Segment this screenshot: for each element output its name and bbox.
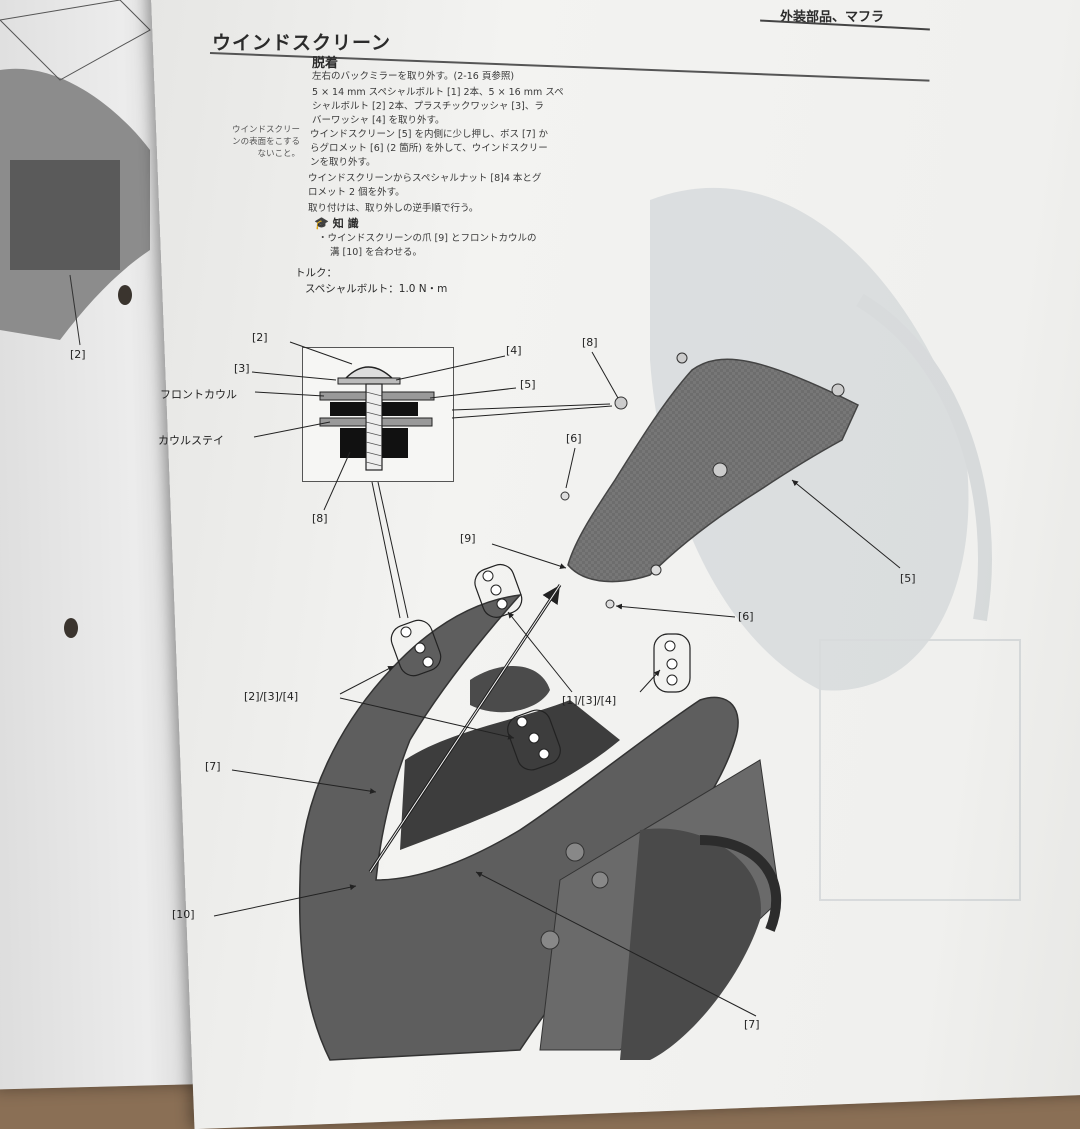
callout-10: [10] bbox=[172, 908, 195, 921]
step-line: ンを取り外す。 bbox=[310, 157, 376, 168]
section-subtitle: 脱着 bbox=[312, 56, 339, 71]
callout-1-3-4: [1]/[3]/[4] bbox=[562, 694, 617, 707]
step-line: 取り付けは、取り外しの逆手順で行う。 bbox=[308, 203, 479, 214]
callout-5: [5] bbox=[900, 572, 916, 585]
callout-7-left: [7] bbox=[205, 760, 221, 773]
step-line: ロメット 2 個を外す。 bbox=[308, 187, 405, 198]
graduation-cap-icon: 🎓 bbox=[314, 216, 329, 230]
detail-label-3: [3] bbox=[234, 362, 250, 375]
torque-value: スペシャルボルト：1.0 N・m bbox=[305, 283, 448, 295]
bolt-washer-group-center-bottom bbox=[507, 709, 561, 771]
callout-6-top: [6] bbox=[566, 432, 582, 445]
knowledge-note-title: 🎓 知 識 bbox=[314, 216, 359, 230]
callout-2-3-4: [2]/[3]/[4] bbox=[244, 690, 299, 703]
left-page-drawing bbox=[0, 0, 151, 346]
bolt-head bbox=[344, 366, 394, 379]
detail-label-8: [8] bbox=[312, 512, 328, 525]
step-line: 5 × 14 mm スペシャルボルト [1] 2本、5 × 16 mm スペ bbox=[312, 87, 564, 98]
detail-label-4: [4] bbox=[506, 344, 522, 357]
callout-9: [9] bbox=[460, 532, 476, 545]
binder-hole bbox=[118, 285, 132, 305]
note-line: 溝 [10] を合わせる。 bbox=[330, 247, 423, 258]
detail-label-front-cowl: フロントカウル bbox=[160, 388, 237, 401]
callout-8: [8] bbox=[582, 336, 598, 349]
exploded-view-diagram bbox=[213, 341, 901, 1061]
torque-label: トルク： bbox=[295, 267, 337, 279]
step-line: バーワッシャ [4] を取り外す。 bbox=[312, 115, 445, 126]
bolt-washer-group-left bbox=[390, 619, 442, 677]
callout-7-bottom: [7] bbox=[744, 1018, 760, 1031]
detail-label-5: [5] bbox=[520, 378, 536, 391]
step-line: らグロメット [6] (2 箇所) を外して、ウインドスクリー bbox=[310, 143, 548, 154]
section-title: ウインドスクリーン bbox=[212, 32, 392, 54]
side-note: ウインドスクリー ンの表面をこする ないこと。 bbox=[231, 125, 300, 159]
step-line: ウインドスクリーンからスペシャルナット [8]4 本とグ bbox=[308, 173, 542, 184]
detail-label-cowl-stay: カウルステイ bbox=[158, 434, 224, 447]
step-line: 左右のバックミラーを取り外す。(2-16 頁参照) bbox=[312, 71, 515, 82]
detail-label-2: [2] bbox=[252, 331, 268, 344]
note-line: ・ウインドスクリーンの爪 [9] とフロントカウルの bbox=[318, 233, 537, 244]
left-callout-2: [2] bbox=[70, 348, 86, 361]
bolt-washer-group-right bbox=[653, 633, 691, 693]
callout-6-bottom: [6] bbox=[738, 610, 754, 623]
bolt-washer-group-center-top bbox=[474, 563, 523, 618]
step-line: ウインドスクリーン [5] を内側に少し押し、ボス [7] か bbox=[310, 129, 549, 140]
step-line: シャルボルト [2] 2本、プラスチックワッシャ [3]、ラ bbox=[312, 101, 544, 112]
binder-hole bbox=[64, 618, 78, 638]
